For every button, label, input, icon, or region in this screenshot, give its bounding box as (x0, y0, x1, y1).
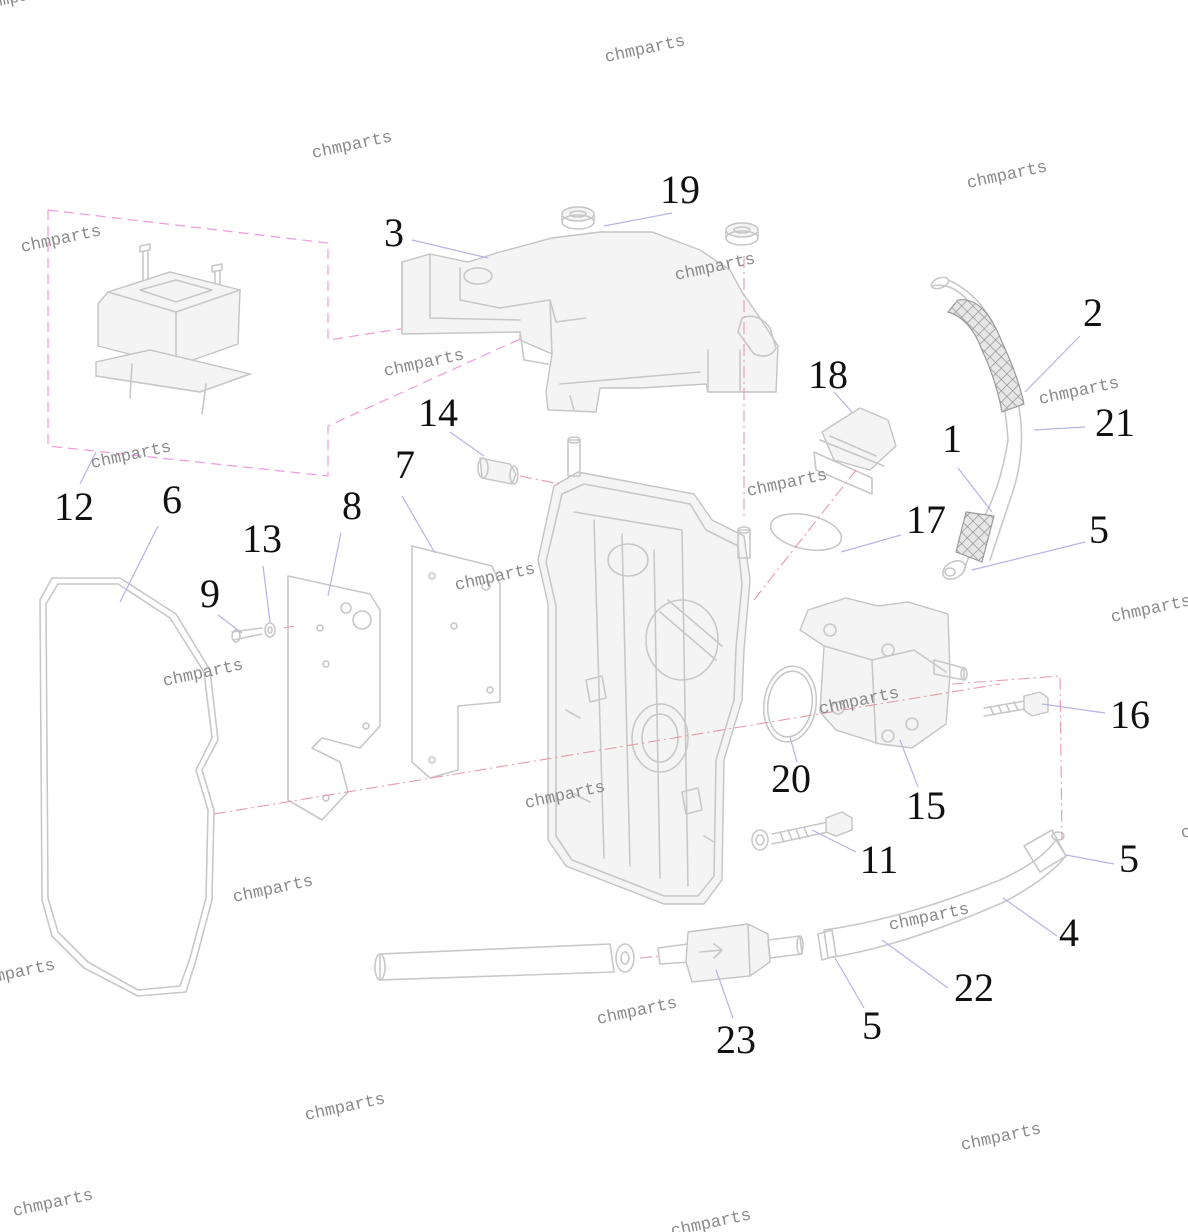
leader-line-c5b (1065, 854, 1115, 865)
callout-c7: 7 (395, 442, 415, 487)
callout-c19: 19 (660, 167, 700, 212)
leader-line-c15 (899, 739, 919, 788)
part-17-oring (769, 512, 843, 552)
watermark-text: chmparts (603, 32, 687, 68)
watermark-text: chmparts (19, 222, 103, 258)
callout-c5c: 5 (862, 1003, 882, 1048)
leader-line-c12 (79, 451, 97, 485)
leader-line-c21 (1033, 426, 1086, 431)
leader-line-c17 (840, 534, 902, 553)
callout-c3: 3 (384, 210, 404, 255)
callout-c12: 12 (54, 484, 94, 529)
part-9-13-screw (231, 622, 276, 643)
callout-c22: 22 (954, 965, 994, 1010)
part-3-cover (401, 231, 779, 413)
part-23-fuel-filter (374, 923, 804, 983)
leader-line-c16 (1041, 703, 1106, 714)
callout-c2: 2 (1083, 290, 1103, 335)
callout-c18: 18 (808, 352, 848, 397)
watermark-text: chmparts (965, 158, 1049, 194)
watermark-text: chmparts (0, 0, 61, 16)
leader-line-c19 (603, 212, 673, 227)
callout-c1: 1 (942, 416, 962, 461)
part-15-fuel-pump (799, 597, 968, 749)
watermark-text: chmparts (1109, 592, 1188, 628)
callout-c9: 9 (200, 571, 220, 616)
leader-line-c14 (449, 431, 485, 457)
callout-c17: 17 (906, 497, 946, 542)
leader-line-c5a (971, 541, 1086, 571)
leader-line-c2 (1024, 335, 1081, 393)
callout-c11: 11 (860, 837, 899, 882)
callout-c4: 4 (1059, 910, 1079, 955)
part-20-oring (762, 665, 818, 743)
leader-line-c20 (789, 736, 798, 763)
leader-lines (79, 212, 1115, 1019)
watermark-text: chmparts (453, 560, 537, 596)
callout-c15: 15 (906, 783, 946, 828)
watermark-text: chmparts (310, 128, 394, 164)
callout-c21: 21 (1095, 400, 1135, 445)
leader-line-c1 (957, 467, 993, 513)
watermark-text: chmparts (745, 466, 829, 502)
assembly-center-lines (213, 256, 1063, 959)
main-housing (537, 436, 751, 905)
callout-c23: 23 (716, 1017, 756, 1062)
leader-line-c9 (217, 614, 243, 634)
watermark-text: chmparts (669, 1206, 753, 1232)
part-6-gasket (39, 577, 219, 997)
watermark-text: chmparts (1179, 808, 1188, 844)
callout-c13: 13 (242, 516, 282, 561)
part-5-clamp-top (942, 560, 966, 580)
leader-line-c5c (834, 957, 865, 1009)
part-8-plate (287, 575, 381, 821)
watermark-text: chmparts (0, 956, 57, 992)
callout-c8: 8 (342, 483, 362, 528)
callout-c6: 6 (162, 477, 182, 522)
part-4-hose (823, 829, 1067, 959)
callout-c16: 16 (1110, 692, 1150, 737)
part-18-cap (813, 407, 897, 495)
part-19-grommets (561, 206, 759, 246)
leader-line-c7 (401, 495, 436, 554)
watermark-text: chmparts (959, 1120, 1043, 1156)
leader-line-c3 (411, 239, 489, 259)
part-22-hose (817, 929, 837, 961)
callout-c14: 14 (418, 390, 458, 435)
leader-line-c6 (119, 525, 159, 603)
callout-c5b: 5 (1119, 836, 1139, 881)
part-1-spring (955, 511, 995, 563)
leader-line-c22 (881, 939, 949, 989)
part-14-tube (477, 457, 519, 485)
part-16-screw (983, 691, 1049, 717)
part-12-reed-valve (95, 243, 253, 415)
watermark-text: chmparts (89, 438, 173, 474)
leader-line-c23 (715, 969, 734, 1019)
leader-line-c11 (811, 829, 857, 853)
watermark-text: chmparts (231, 872, 315, 908)
watermark-text: chmparts (303, 1090, 387, 1126)
callout-c20: 20 (771, 756, 811, 801)
part-7-gasket (411, 545, 501, 779)
leader-line-c8 (327, 532, 342, 597)
part-2-sleeve (946, 299, 1025, 413)
part-11-bolt (751, 811, 853, 851)
leader-line-c13 (262, 565, 271, 623)
callout-c5a: 5 (1089, 507, 1109, 552)
leader-line-c18 (833, 391, 853, 413)
part-12-detail-box (47, 209, 596, 477)
watermark-text: chmparts (382, 346, 466, 382)
watermark-text: chmparts (595, 994, 679, 1030)
watermark-text: chmparts (161, 656, 245, 692)
watermark-text: chmparts (11, 1186, 95, 1222)
leader-line-c4 (1002, 897, 1058, 937)
